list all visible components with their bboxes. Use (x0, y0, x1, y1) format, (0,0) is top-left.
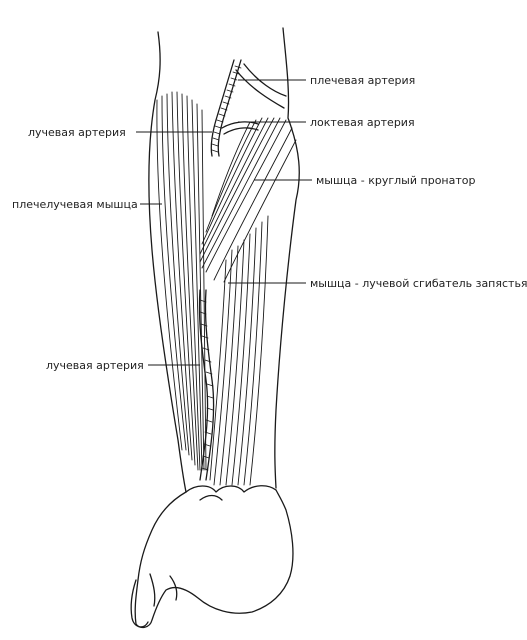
label-ulnar-artery: локтевая артерия (310, 116, 415, 129)
radial-artery-stripes (199, 299, 214, 471)
label-brachioradialis: плечелучевая мышца (12, 198, 138, 211)
wrist-bumps (185, 485, 277, 493)
elbow-fold (235, 69, 285, 109)
label-pronator-teres: мышца - круглый пронатор (316, 174, 476, 187)
label-flexor-carpi-radialis: мышца - лучевой сгибатель запястья (310, 277, 527, 290)
hand-outline (134, 489, 294, 629)
label-radial-artery-top: лучевая артерия (28, 126, 126, 139)
flexor-carpi-radialis-muscle (209, 215, 269, 486)
brachioradialis-muscle (156, 91, 207, 471)
arm-outline-left (148, 31, 187, 493)
brachial-artery (210, 59, 242, 157)
arm-outline-right (274, 27, 300, 489)
radial-artery-lower (198, 289, 215, 481)
pronator-teres-muscle (199, 117, 297, 283)
brachial-artery-stripes (211, 65, 242, 153)
leader-lines (136, 79, 312, 366)
thumb (130, 579, 149, 628)
label-radial-artery-bottom: лучевая артерия (46, 359, 144, 372)
label-brachial-artery: плечевая артерия (310, 74, 416, 87)
